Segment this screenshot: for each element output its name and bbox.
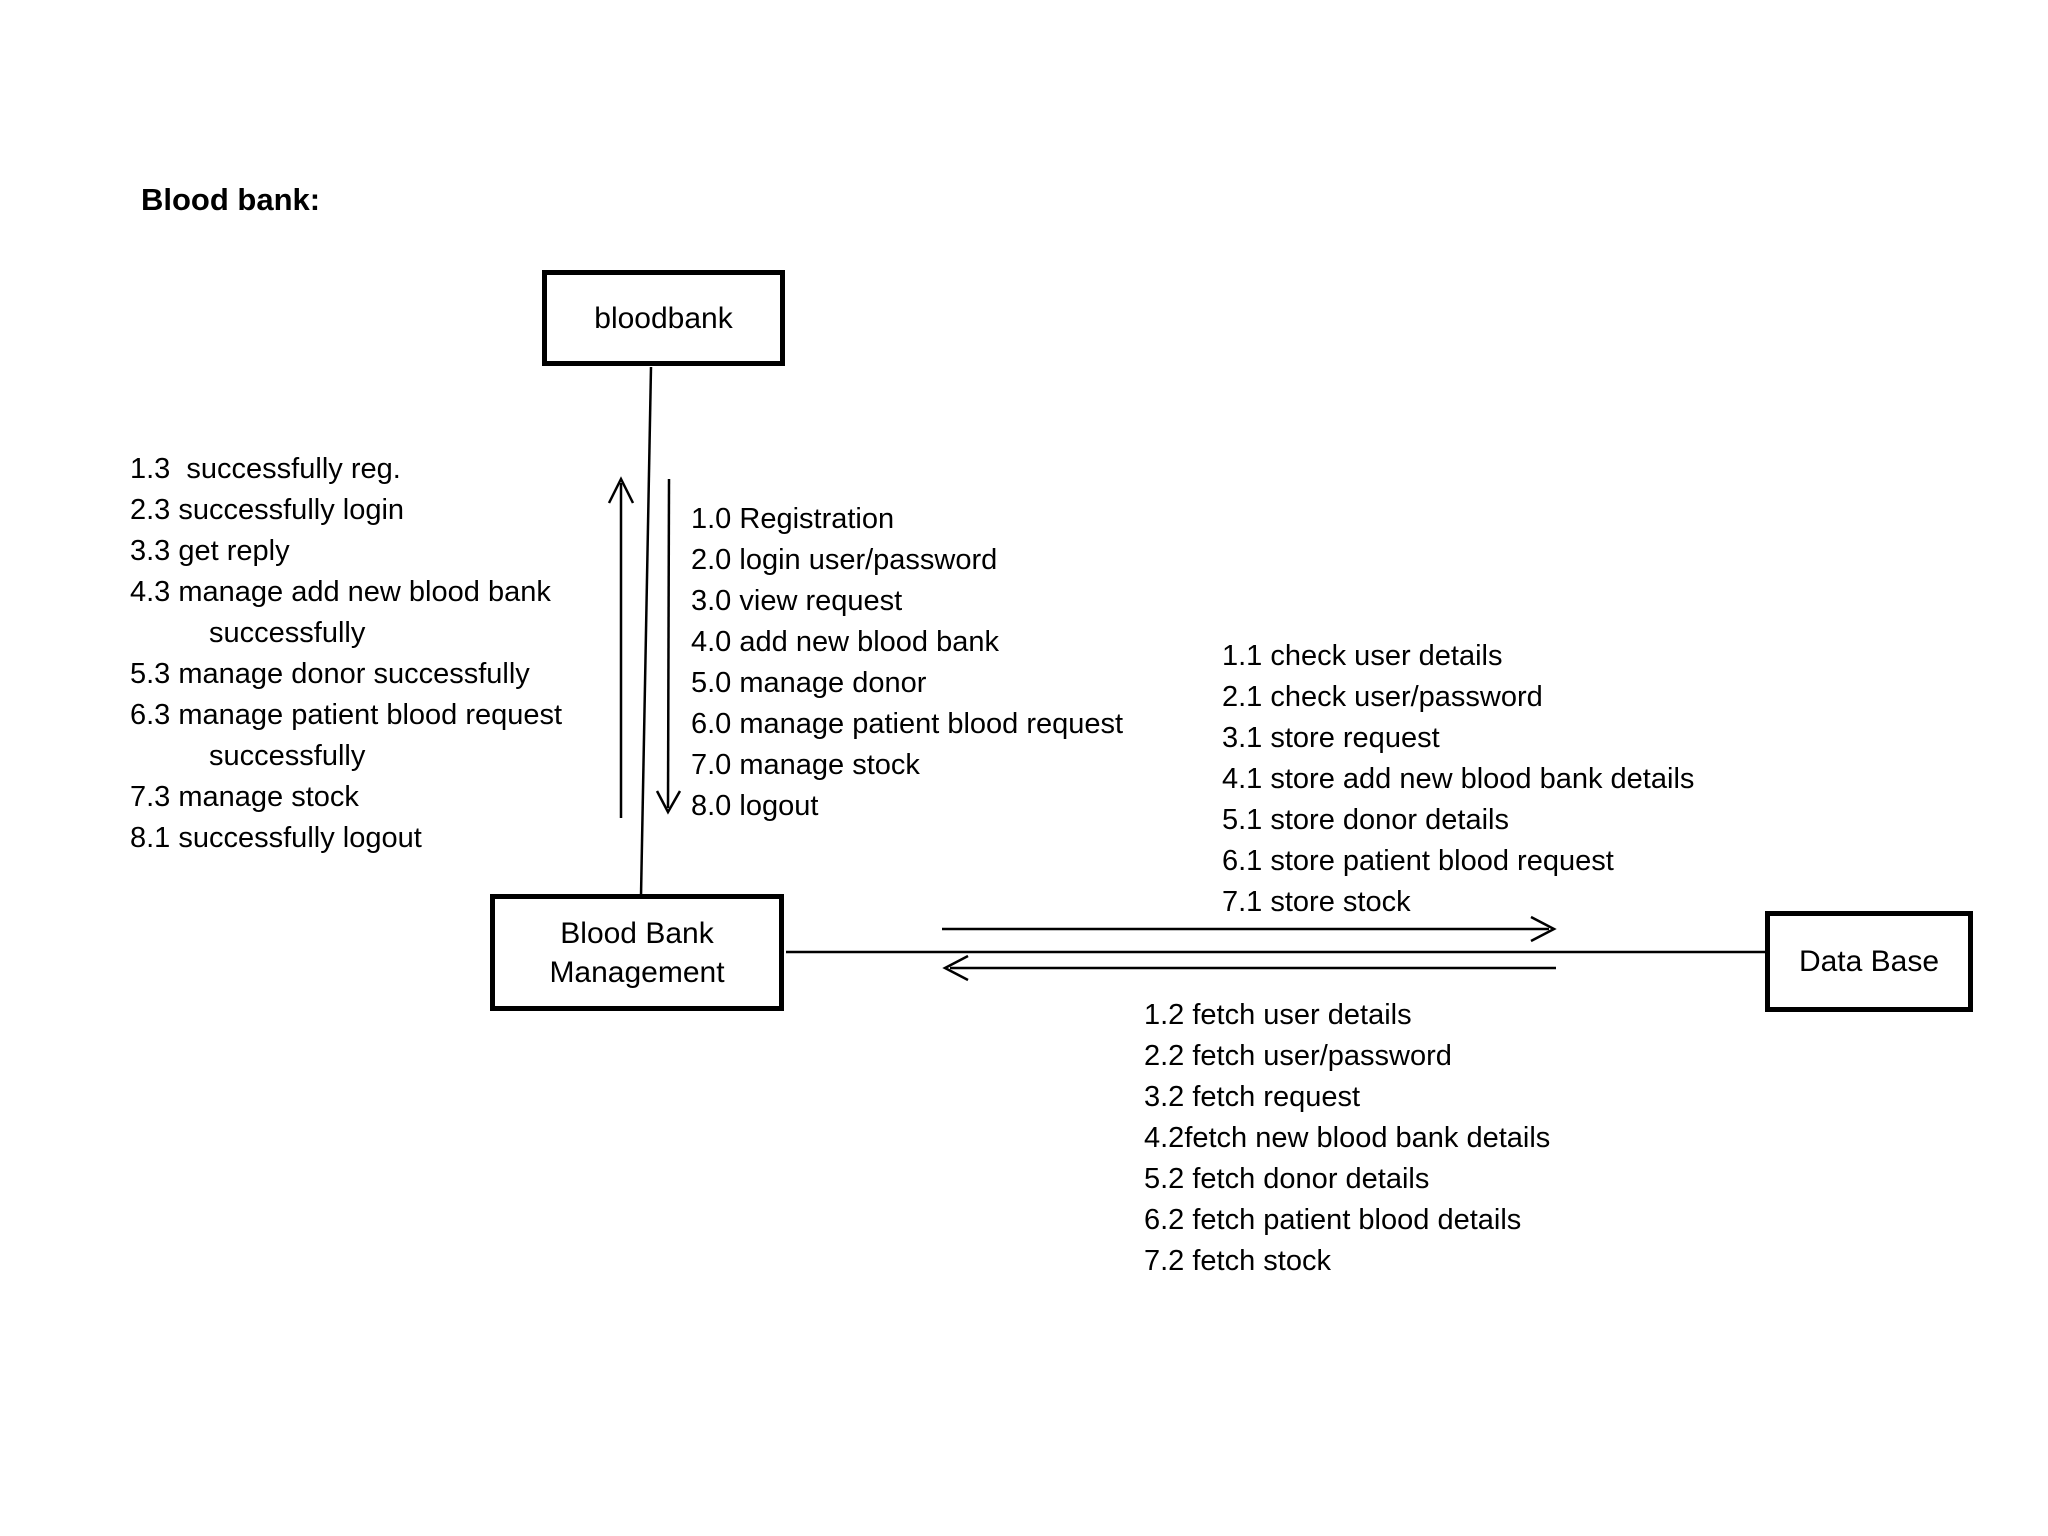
flow-list-line: 4.2fetch new blood bank details bbox=[1144, 1122, 1551, 1154]
flow-list-line: 2.2 fetch user/password bbox=[1144, 1040, 1452, 1072]
flow-list-line: 2.1 check user/password bbox=[1222, 681, 1543, 713]
flow-list-line: 1.0 Registration bbox=[691, 503, 895, 535]
flow-list-line: 4.3 manage add new blood bank bbox=[130, 576, 551, 608]
node-bloodbank-label: bloodbank bbox=[594, 301, 733, 335]
node-blood-bank-management: Blood Bank Management bbox=[490, 894, 784, 1011]
fetch-arrow-left bbox=[942, 954, 1556, 982]
up-arrow bbox=[607, 476, 635, 818]
flow-list-line: 7.3 manage stock bbox=[130, 781, 359, 813]
flow-list-line: 8.1 successfully logout bbox=[130, 822, 422, 854]
flow-list-line: 2.0 login user/password bbox=[691, 544, 998, 576]
flow-list-line: successfully bbox=[209, 617, 366, 649]
list-replies-to-bloodbank: 1.3 successfully reg. 2.3 successfully lo… bbox=[130, 449, 562, 859]
flow-list-line: 4.0 add new blood bank bbox=[691, 626, 999, 658]
flow-list-line: 3.2 fetch request bbox=[1144, 1081, 1361, 1113]
store-arrow-right bbox=[942, 915, 1557, 943]
list-fetch-from-database: 1.2 fetch user details 2.2 fetch user/pas… bbox=[1144, 995, 1550, 1282]
flow-list-line: 4.1 store add new blood bank details bbox=[1222, 763, 1695, 795]
list-store-to-database: 1.1 check user details 2.1 check user/pas… bbox=[1222, 636, 1694, 923]
flow-list-line: 6.1 store patient blood request bbox=[1222, 845, 1614, 877]
flow-list-line: 8.0 logout bbox=[691, 790, 819, 822]
list-requests-from-bloodbank: 1.0 Registration 2.0 login user/password 3… bbox=[691, 499, 1123, 827]
node-data-base-label: Data Base bbox=[1798, 945, 1940, 978]
node-bloodbank: bloodbank bbox=[542, 270, 785, 366]
flow-list-line: 2.3 successfully login bbox=[130, 494, 405, 526]
flow-list-line: 5.2 fetch donor details bbox=[1144, 1163, 1430, 1195]
flow-list-line: 1.2 fetch user details bbox=[1144, 999, 1412, 1031]
flow-list-line: 5.1 store donor details bbox=[1222, 804, 1509, 836]
flow-list-line: 7.2 fetch stock bbox=[1144, 1245, 1331, 1277]
flow-list-line: 7.1 store stock bbox=[1222, 886, 1411, 918]
flow-list-line: 3.3 get reply bbox=[130, 535, 290, 567]
node-blood-bank-management-label: Blood Bank Management bbox=[549, 916, 725, 989]
flow-list-line: 6.3 manage patient blood request bbox=[130, 699, 563, 731]
down-arrow bbox=[655, 478, 682, 815]
flow-list-line: 6.2 fetch patient blood details bbox=[1144, 1204, 1522, 1236]
flow-list-line: 3.1 store request bbox=[1222, 722, 1440, 754]
bloodbank-to-management-connector bbox=[639, 366, 653, 897]
flow-list-line: 1.1 check user details bbox=[1222, 640, 1503, 672]
page-title: Blood bank: bbox=[141, 182, 321, 217]
flow-list-line: 5.3 manage donor successfully bbox=[130, 658, 530, 690]
flow-list-line: successfully bbox=[209, 740, 366, 772]
flow-list-line: 7.0 manage stock bbox=[691, 749, 920, 781]
node-data-base: Data Base bbox=[1765, 911, 1973, 1012]
flow-list-line: 5.0 manage donor bbox=[691, 667, 927, 699]
flow-list-line: 3.0 view request bbox=[691, 585, 903, 617]
flow-list-line: 6.0 manage patient blood request bbox=[691, 708, 1124, 740]
flow-list-line: 1.3 successfully reg. bbox=[130, 453, 401, 485]
